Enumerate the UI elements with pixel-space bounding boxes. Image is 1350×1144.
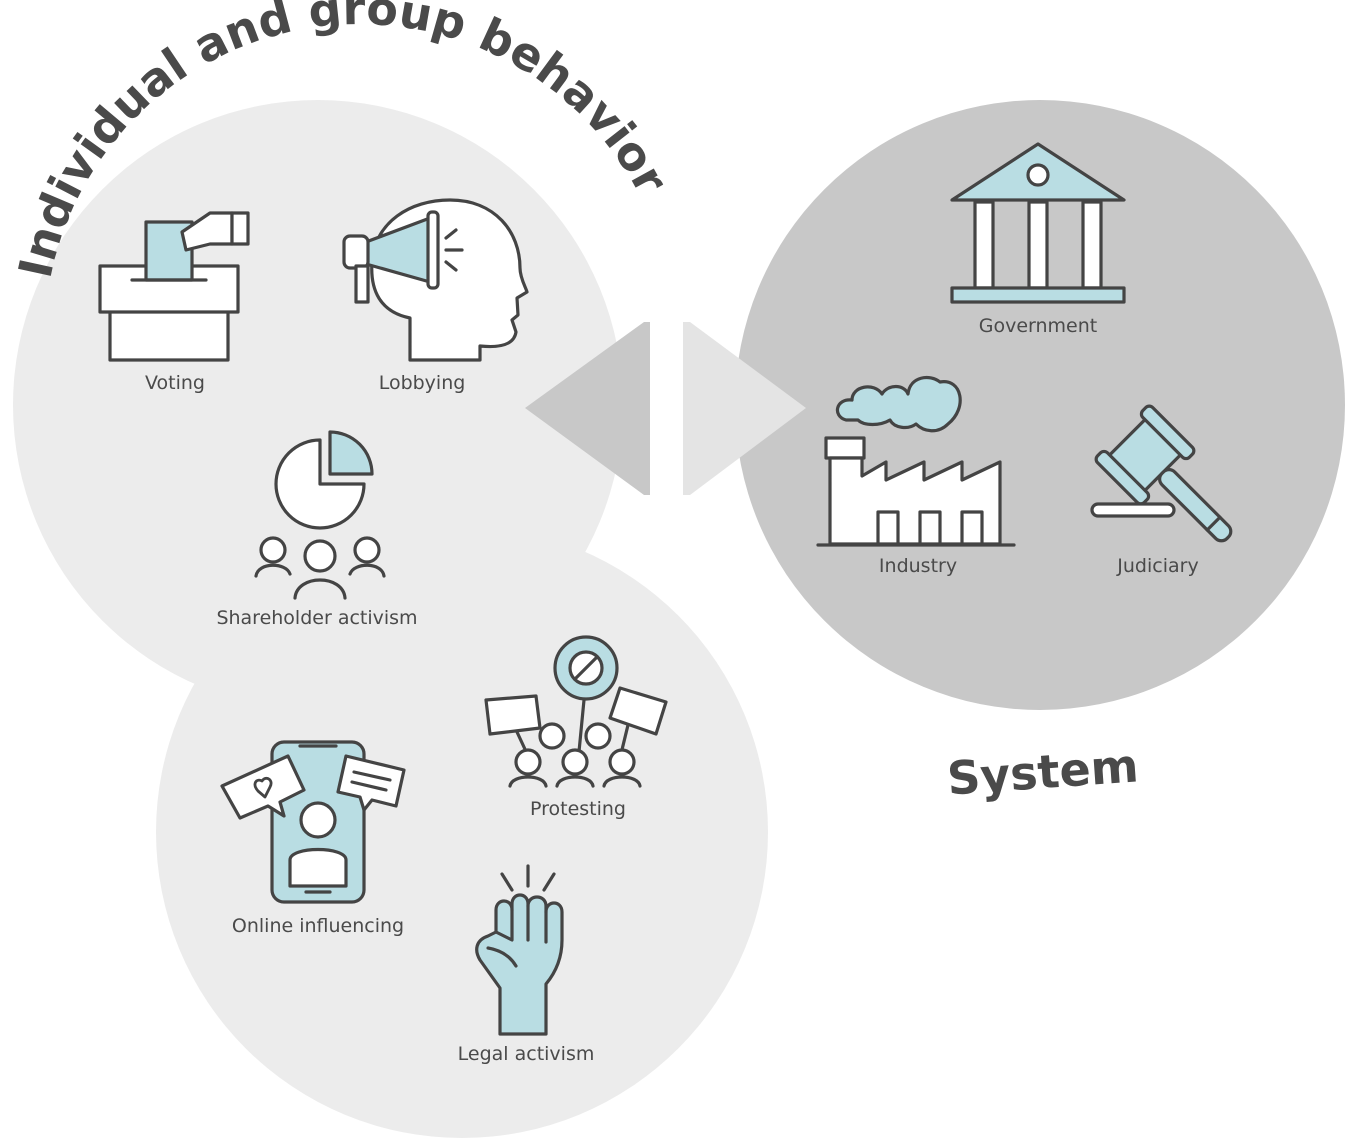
voting-label: Voting	[145, 372, 205, 394]
left-arrow-icon	[525, 322, 650, 495]
judiciary-label: Judiciary	[1116, 555, 1198, 577]
phone-influencer-icon	[220, 740, 406, 904]
online-label: Online influencing	[232, 915, 404, 937]
lobbying-label: Lobbying	[379, 372, 466, 394]
industry-label: Industry	[879, 555, 957, 577]
factory-icon	[816, 375, 1016, 547]
raised-fist-icon	[475, 864, 564, 1036]
courthouse-icon	[950, 142, 1126, 304]
shareholder-label: Shareholder activism	[216, 607, 417, 629]
megaphone-head-icon	[342, 198, 529, 362]
gavel-icon	[1090, 404, 1233, 543]
right-arrow-icon	[683, 322, 806, 495]
government-label: Government	[979, 315, 1098, 337]
protesting-label: Protesting	[530, 798, 626, 820]
legal-label: Legal activism	[458, 1043, 595, 1065]
pie-chart-people-icon	[254, 430, 386, 600]
ballot-box-icon	[98, 211, 250, 362]
protest-signs-icon	[484, 635, 668, 788]
system-circle	[735, 100, 1345, 710]
system-title: System	[945, 738, 1140, 805]
